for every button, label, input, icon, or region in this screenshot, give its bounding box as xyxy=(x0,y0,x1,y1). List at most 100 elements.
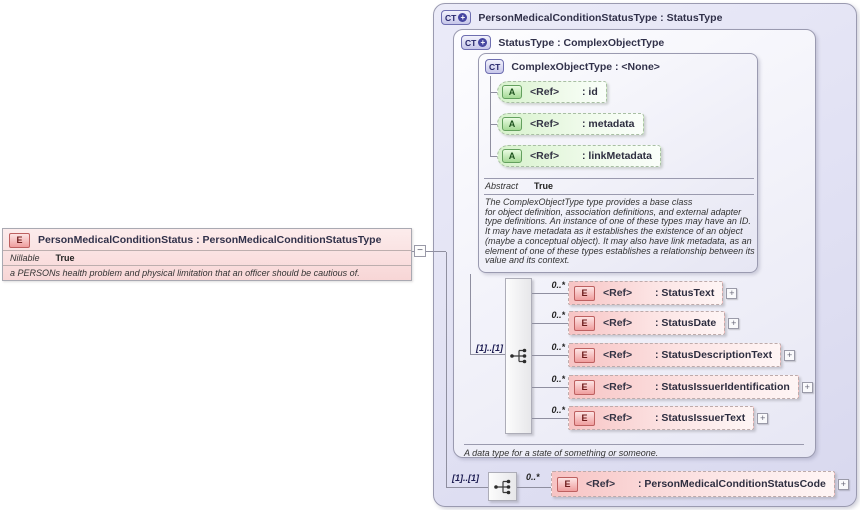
sequence-icon xyxy=(493,479,510,494)
element-description: a PERSONs health problem and physical li… xyxy=(3,265,411,280)
attribute-box-metadata[interactable]: A <Ref> : metadata xyxy=(497,113,644,135)
expand-icon[interactable]: + xyxy=(726,287,738,299)
type-header[interactable]: CT+ StatusType : ComplexObjectType xyxy=(461,35,664,50)
connector-line xyxy=(532,292,568,294)
element-box-personmedicalconditionstatuscode[interactable]: E <Ref> : PersonMedicalConditionStatusCo… xyxy=(551,471,835,497)
ref-label: <Ref> xyxy=(530,86,560,98)
attribute-name: : id xyxy=(582,86,598,98)
element-row: 0..* E <Ref> : StatusIssuerText + xyxy=(532,405,769,430)
element-box-statusdate[interactable]: E <Ref> : StatusDate xyxy=(568,311,726,335)
connector-line xyxy=(532,386,568,388)
connector-line xyxy=(490,156,497,157)
attribute-badge: A xyxy=(502,149,522,163)
divider xyxy=(464,444,804,445)
element-badge: E xyxy=(574,347,595,363)
sequence-compositor[interactable] xyxy=(488,472,517,501)
attribute-box-id[interactable]: A <Ref> : id xyxy=(497,81,607,103)
abstract-value: True xyxy=(534,181,554,191)
type-title: ComplexObjectType : <None> xyxy=(511,60,660,73)
type-header[interactable]: CT+ PersonMedicalConditionStatusType : S… xyxy=(441,10,722,25)
complex-type-badge: CT xyxy=(485,59,505,74)
ref-label: <Ref> xyxy=(603,287,633,299)
expand-icon[interactable]: + xyxy=(801,381,813,393)
element-badge: E xyxy=(574,285,595,301)
nillable-label: Nillable xyxy=(10,253,40,263)
occurrence-label: 0..* xyxy=(551,405,565,415)
divider xyxy=(484,194,754,195)
cardinality-label: [1]..[1] xyxy=(476,343,503,353)
element-title: PersonMedicalConditionStatus : PersonMed… xyxy=(38,234,382,246)
expand-icon[interactable]: + xyxy=(784,349,796,361)
occurrence-label: 0..* xyxy=(551,280,565,290)
type-description: A data type for a state of something or … xyxy=(464,448,659,458)
expand-icon[interactable]: + xyxy=(728,317,740,329)
element-badge: E xyxy=(574,315,595,331)
element-badge: E xyxy=(574,379,595,395)
type-title: PersonMedicalConditionStatusType : Statu… xyxy=(478,11,723,24)
ref-label: <Ref> xyxy=(530,150,560,162)
connector-line xyxy=(532,354,568,356)
abstract-row: Abstract True xyxy=(485,181,553,191)
element-box-statusissuertext[interactable]: E <Ref> : StatusIssuerText xyxy=(568,406,755,430)
element-name: : StatusDescriptionText xyxy=(655,349,773,361)
element-badge: E xyxy=(574,410,595,426)
complex-type-badge: CT+ xyxy=(461,35,492,50)
ref-label: <Ref> xyxy=(603,381,633,393)
derived-plus-icon: + xyxy=(478,38,488,47)
ref-label: <Ref> xyxy=(603,349,633,361)
connector-line xyxy=(532,322,568,324)
sequence-compositor[interactable] xyxy=(505,278,532,434)
type-header[interactable]: CT ComplexObjectType : <None> xyxy=(485,59,660,74)
connector-line xyxy=(490,92,497,93)
expand-icon[interactable]: + xyxy=(837,478,849,490)
expand-icon[interactable]: + xyxy=(757,412,769,424)
connector-line xyxy=(412,251,446,252)
element-box-statustext[interactable]: E <Ref> : StatusText xyxy=(568,281,724,305)
ref-label: <Ref> xyxy=(603,317,633,329)
attribute-badge: A xyxy=(502,117,522,131)
element-name: : PersonMedicalConditionStatusCode xyxy=(638,478,826,490)
occurrence-label: 0..* xyxy=(551,342,565,352)
element-box-statusdescriptiontext[interactable]: E <Ref> : StatusDescriptionText xyxy=(568,343,782,367)
occurrence-label: 0..* xyxy=(551,374,565,384)
connector-line xyxy=(446,252,447,488)
element-row: E <Ref> : PersonMedicalConditionStatusCo… xyxy=(551,471,849,497)
attribute-name: : linkMetadata xyxy=(582,150,653,162)
connector-line xyxy=(532,417,568,419)
sequence-icon xyxy=(509,348,526,364)
cardinality-label: [1]..[1] xyxy=(452,473,479,483)
element-row: 0..* E <Ref> : StatusDate + xyxy=(532,310,740,335)
derived-plus-icon: + xyxy=(458,13,468,22)
connector-line xyxy=(470,354,506,355)
connector-line xyxy=(470,274,471,354)
occurrence-label: 0..* xyxy=(551,310,565,320)
element-row: 0..* E <Ref> : StatusDescriptionText + xyxy=(532,342,796,367)
element-name: : StatusIssuerText xyxy=(655,412,746,424)
ref-label: <Ref> xyxy=(586,478,616,490)
element-name: : StatusDate xyxy=(655,317,717,329)
type-description: The ComplexObjectType type provides a ba… xyxy=(485,197,755,266)
element-box-statusissueridentification[interactable]: E <Ref> : StatusIssuerIdentification xyxy=(568,375,799,399)
attribute-name: : metadata xyxy=(582,118,635,130)
connector-line xyxy=(490,76,491,156)
ref-label: <Ref> xyxy=(530,118,560,130)
nillable-row: Nillable True xyxy=(3,250,411,265)
element-row: 0..* E <Ref> : StatusIssuerIdentificatio… xyxy=(532,374,813,399)
ref-label: <Ref> xyxy=(603,412,633,424)
attribute-badge: A xyxy=(502,85,522,99)
type-box-complexobjecttype: CT ComplexObjectType : <None> A <Ref> : … xyxy=(478,53,758,273)
divider xyxy=(484,178,754,179)
connector-line xyxy=(490,124,497,125)
abstract-label: Abstract xyxy=(485,181,519,191)
connector-line xyxy=(446,487,488,488)
nillable-value: True xyxy=(55,253,75,263)
element-badge: E xyxy=(9,232,30,248)
element-box-personmedicalconditionstatus[interactable]: E PersonMedicalConditionStatus : PersonM… xyxy=(2,228,412,281)
attribute-box-linkmetadata[interactable]: A <Ref> : linkMetadata xyxy=(497,145,662,167)
element-name: : StatusText xyxy=(655,287,715,299)
collapse-icon[interactable]: − xyxy=(414,245,426,257)
element-header: E PersonMedicalConditionStatus : PersonM… xyxy=(3,229,411,250)
element-name: : StatusIssuerIdentification xyxy=(655,381,790,393)
type-title: StatusType : ComplexObjectType xyxy=(498,36,665,49)
